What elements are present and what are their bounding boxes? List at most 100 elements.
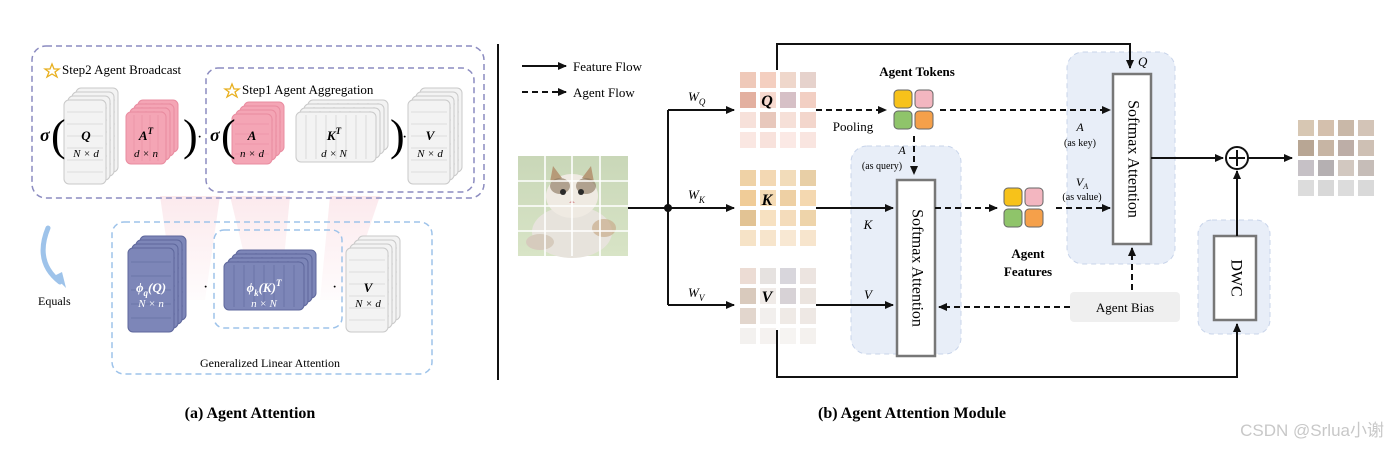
grid-cell [740,210,756,226]
v-matrix-stack [407,87,463,185]
grid-cell [1318,140,1334,156]
grid-cell [760,288,776,304]
legend-agent-label: Agent Flow [573,85,635,100]
agent-bias-label: Agent Bias [1096,300,1154,315]
a-query-label: A [897,143,906,157]
equals-label: Equals [38,294,71,308]
grid-cell [800,190,816,206]
grid-cell [800,170,816,186]
v2-matrix-dim: N × d [354,298,381,310]
grid-cell [1338,180,1354,196]
grid-cell [760,72,776,88]
grid-cell [1358,140,1374,156]
agent-token [1003,187,1023,207]
v-grid-label: V [762,289,774,306]
v-label: V [864,287,874,302]
q-matrix-grid [740,72,816,148]
caption-a: (a) Agent Attention [185,405,316,422]
paren-close: ) [183,111,198,160]
grid-cell [1318,180,1334,196]
phiq-label: ϕq(Q) [136,280,166,298]
grid-cell [1318,120,1334,136]
agent-token [914,110,934,130]
step2-box [31,45,485,199]
k-matrix-grid [740,170,816,246]
grid-cell [1338,160,1354,176]
v-matrix-label: V [426,128,436,143]
grid-cell [740,72,756,88]
dot-operator: · [402,129,407,146]
v2-matrix-stack [345,235,401,333]
grid-cell [780,72,796,88]
v-to-dwc-line [776,323,1241,378]
grid-cell [760,268,776,284]
a-matrix-stack [231,101,285,165]
grid-cell [1318,160,1334,176]
grid-cell [760,210,776,226]
agent-features-icon [1003,187,1044,228]
grid-cell [740,170,756,186]
sigma-symbol: σ [210,125,221,145]
kt-matrix-dim: d × N [321,148,347,160]
gla-box [111,221,433,375]
legend-feature-label: Feature Flow [573,59,643,74]
agent-features-label-1: Agent [1011,246,1045,261]
q-top-label: Q [1138,54,1148,69]
grid-cell [780,268,796,284]
dot-operator: · [203,279,208,296]
grid-cell [800,72,816,88]
phiq-matrix-stack [127,235,187,333]
grid-cell [800,268,816,284]
equals-arrowhead-icon [54,272,66,288]
wq-label: WQ [688,89,706,107]
grid-cell [760,328,776,344]
q-matrix-stack [63,87,119,185]
grid-cell [760,170,776,186]
grid-cell [780,328,796,344]
as-query-label: (as query) [862,161,902,172]
grid-cell [780,288,796,304]
k-grid-label: K [761,192,774,209]
grid-cell [780,170,796,186]
grid-cell [1298,140,1314,156]
watermark: CSDN @Srlua小谢 [1240,421,1384,440]
grid-cell [780,190,796,206]
grid-cell [740,230,756,246]
grid-cell [1358,120,1374,136]
grid-cell [800,308,816,324]
agent-features-label-2: Features [1004,264,1052,279]
pooling-label: Pooling [833,119,874,134]
at-matrix-dim: d × n [134,148,158,160]
v-matrix-dim: N × d [416,148,443,160]
grid-cell [740,268,756,284]
va-label: VA [1076,175,1088,191]
kt-matrix-stack [295,99,389,163]
k-label: K [863,217,874,232]
q-matrix-dim: N × d [72,148,99,160]
v2-matrix-label: V [364,280,374,295]
grid-cell [800,92,816,108]
grid-cell [1298,180,1314,196]
grid-cell [760,112,776,128]
softmax-attention-2 [1111,72,1153,246]
as-value-label: (as value) [1062,192,1101,203]
grid-cell [780,230,796,246]
grid-cell [740,288,756,304]
grid-cell [800,112,816,128]
star-icon [223,82,241,99]
q-bypass-line [776,43,1134,70]
wv-label: WV [688,285,706,303]
wk-label: WK [688,187,706,205]
grid-cell [740,112,756,128]
grid-cell [1298,160,1314,176]
q-matrix-label: Q [81,128,91,143]
phiq-dim: N × n [137,298,164,310]
grid-cell [1358,160,1374,176]
sigma-symbol: σ [40,125,51,145]
a-matrix-label: A [247,128,257,143]
v-matrix-grid [740,268,816,344]
agent-token [893,89,913,109]
grid-cell [760,132,776,148]
